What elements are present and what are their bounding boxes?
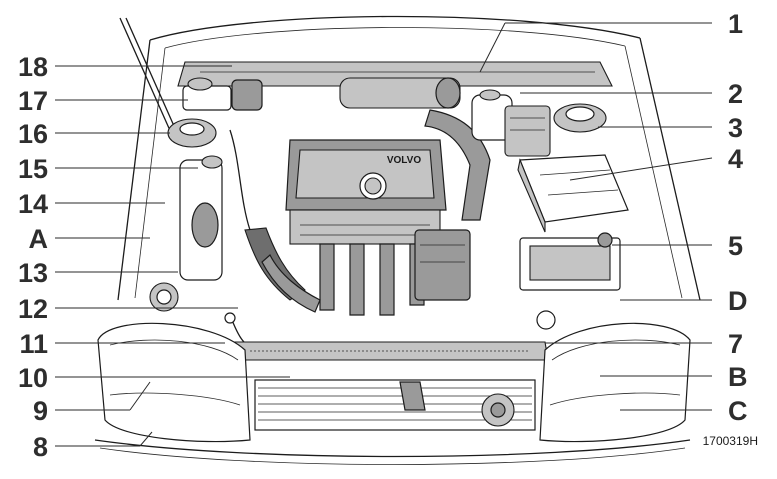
left-hoses [229,129,321,313]
battery [519,232,621,291]
leader-lines [55,22,713,447]
callout-12: 12 [18,294,48,324]
callout-3: 3 [728,113,743,143]
callout-15: 15 [18,154,48,184]
radiator-support-beam [231,341,549,361]
callout-10: 10 [18,363,48,393]
callout-a: A [29,224,49,254]
figure-reference-code: 1700319H [703,434,758,448]
callout-14: 14 [18,189,48,219]
throttle-body [339,77,461,109]
power-steering-reservoir [149,282,179,312]
air-filter-housing [517,154,629,233]
hood-outline [117,15,701,301]
callout-18: 18 [18,52,48,82]
callout-d: D [728,286,748,316]
callout-7: 7 [728,329,743,359]
callout-5: 5 [728,231,743,261]
callout-1: 1 [728,9,743,39]
washer-fluid-reservoir [179,155,223,281]
coolant-expansion-tank [471,89,513,141]
callout-8: 8 [33,432,48,462]
callout-17: 17 [18,86,48,116]
left-headlight [97,322,251,443]
front-bumper [94,439,691,465]
oil-filler-cap [536,310,556,330]
callout-9: 9 [33,396,48,426]
right-headlight [539,322,691,443]
fuse-box [504,105,551,157]
cowl-panel [177,61,613,87]
hood-support-strut [119,17,179,136]
callout-13: 13 [18,258,48,288]
left-callouts: 18 17 16 15 14 A 13 12 11 10 9 8 [18,52,48,462]
engine-bay-fuse-relay-box [414,229,471,301]
callout-c: C [728,396,748,426]
intake-manifold [289,209,441,316]
brake-fluid-reservoir [182,77,263,111]
left-strut-tower [167,118,217,148]
right-callouts: 1 2 3 4 5 D 7 B C [728,9,748,426]
callout-11: 11 [19,329,48,359]
engine-cover: VOLVO [285,139,447,211]
brand-text: VOLVO [387,155,421,166]
callout-2: 2 [728,79,743,109]
callout-16: 16 [18,119,48,149]
oil-dipstick [224,312,245,343]
horn [481,393,515,427]
callout-4: 4 [728,144,743,174]
right-strut-tower [553,103,607,133]
callout-b: B [728,362,748,392]
